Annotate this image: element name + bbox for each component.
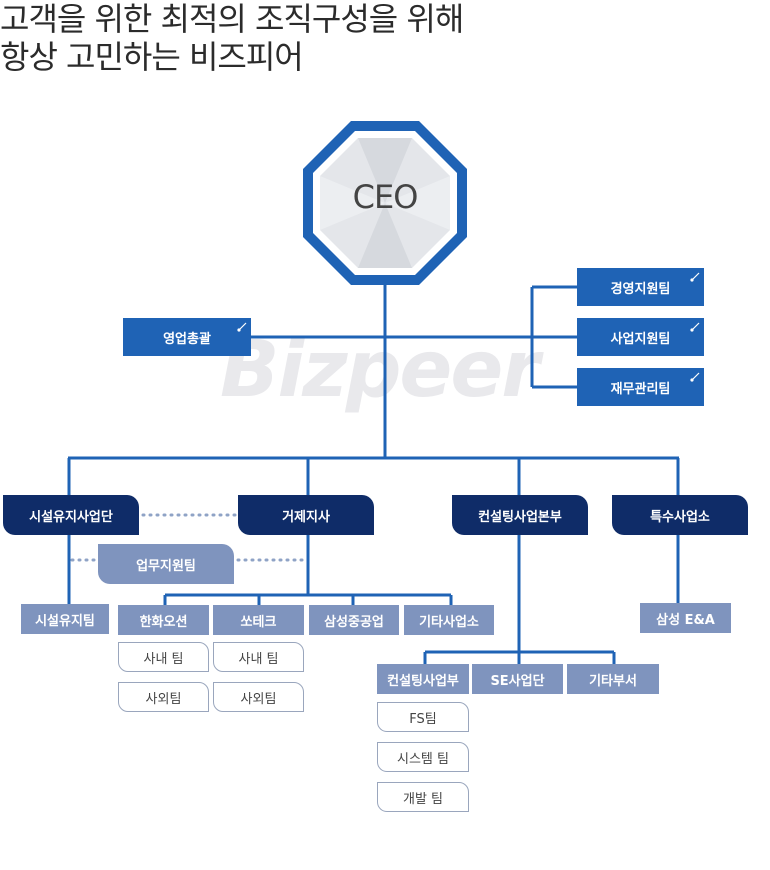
headline-line-1: 고객을 위한 최적의 조직구성을 위해 (0, 0, 464, 38)
unit-samsung-heavy: 삼성중공업 (309, 605, 399, 635)
unit-hanwha-ocean: 한화오션 (118, 605, 209, 635)
unit-consulting-department: 컨설팅사업부 (377, 664, 469, 694)
support-team: 업무지원팀 (98, 544, 234, 584)
headline-line-2: 항상 고민하는 비즈피어 (0, 38, 304, 76)
hanwha-internal-team: 사내 팀 (118, 642, 209, 672)
staff-business-support: 사업지원팀 (577, 318, 704, 356)
division-consulting: 컨설팅사업본부 (452, 495, 588, 535)
unit-other-offices: 기타사업소 (404, 605, 494, 635)
corner-pin-icon (690, 272, 700, 282)
unit-sotech: 쏘테크 (213, 605, 304, 635)
staff-sales-headquarters-label: 영업총괄 (163, 331, 211, 347)
ceo-octagon (303, 121, 467, 285)
sotech-internal-team: 사내 팀 (213, 642, 304, 672)
division-facility-maintenance: 시설유지사업단 (3, 495, 139, 535)
hanwha-external-team: 사외팀 (118, 682, 209, 712)
system-team: 시스템 팀 (377, 742, 469, 772)
sotech-external-team: 사외팀 (213, 682, 304, 712)
staff-management-support: 경영지원팀 (577, 268, 704, 306)
staff-sales-headquarters: 영업총괄 (123, 318, 251, 356)
unit-se-business: SE사업단 (472, 664, 563, 694)
staff-finance-label: 재무관리팀 (610, 381, 671, 397)
ceo-label: CEO (352, 178, 419, 216)
corner-pin-icon (690, 322, 700, 332)
staff-management-support-label: 경영지원팀 (610, 281, 671, 297)
staff-business-support-label: 사업지원팀 (610, 331, 671, 347)
facility-team: 시설유지팀 (21, 604, 109, 634)
corner-pin-icon (690, 372, 700, 382)
division-geoje-branch: 거제지사 (238, 495, 374, 535)
corner-pin-icon (237, 322, 247, 332)
staff-finance: 재무관리팀 (577, 368, 704, 406)
headline: 고객을 위한 최적의 조직구성을 위해 항상 고민하는 비즈피어 (0, 0, 464, 76)
division-special-business: 특수사업소 (612, 495, 748, 535)
fs-team: FS팀 (377, 702, 469, 732)
unit-other-departments: 기타부서 (567, 664, 659, 694)
unit-samsung-ena: 삼성 E&A (640, 603, 731, 633)
development-team: 개발 팀 (377, 782, 469, 812)
bizpeer-watermark: Bizpeer (220, 325, 540, 415)
